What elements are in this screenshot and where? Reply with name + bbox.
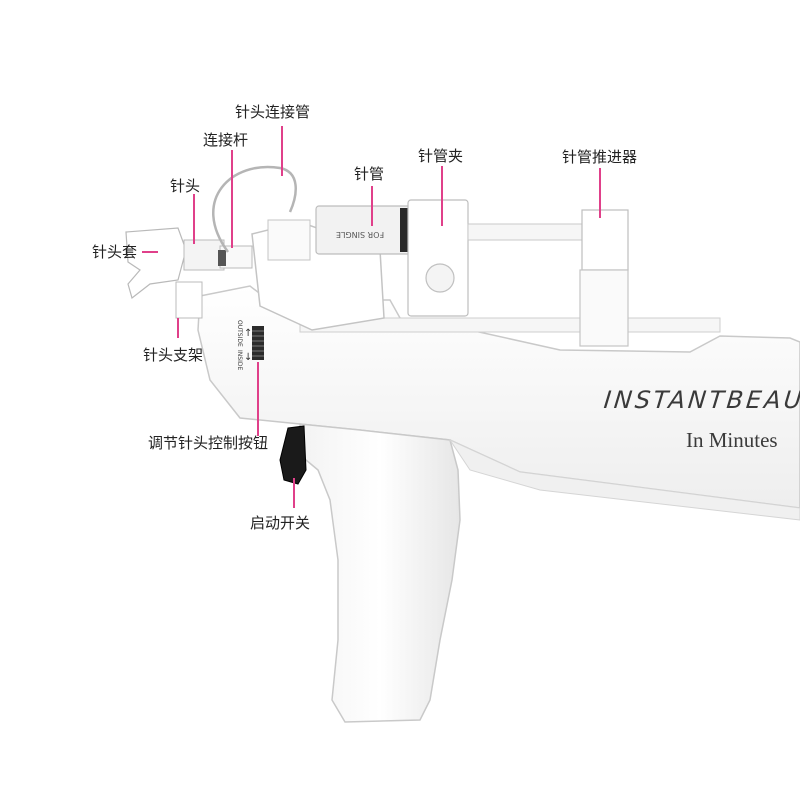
trigger [280, 426, 306, 484]
brand-tagline: In Minutes [686, 428, 778, 453]
label-syringe-pusher: 针管推进器 [562, 148, 637, 166]
gun-grip [300, 424, 460, 722]
label-start-switch: 启动开关 [250, 514, 310, 532]
label-needle-bracket: 针头支架 [143, 346, 203, 364]
needle-dark-part [218, 250, 226, 266]
syringe-pusher [582, 210, 628, 270]
label-syringe-clamp: 针管夹 [418, 147, 463, 165]
dial-down-arrow: ↓ [244, 352, 252, 363]
label-needle: 针头 [170, 177, 200, 195]
housing-block [268, 220, 310, 260]
syringe-clamp [408, 200, 468, 316]
label-syringe: 针管 [354, 165, 384, 183]
dial-up-arrow: ↑ [244, 328, 252, 339]
label-needle-tube: 针头连接管 [235, 103, 310, 121]
label-adjust-button: 调节针头控制按钮 [148, 434, 268, 452]
label-needle-cap: 针头套 [92, 243, 137, 261]
dial-inside-text: INSIDE [236, 350, 243, 370]
dial-outside-text: OUTSIDE [236, 320, 243, 347]
plunger-rod [468, 224, 594, 240]
pusher-base [580, 270, 628, 346]
label-connecting-rod: 连接杆 [203, 131, 248, 149]
brand-name: INSTANTBEAUTY [603, 386, 800, 414]
syringe-text: FOR SINGLE [336, 230, 384, 239]
clamp-knob [426, 264, 454, 292]
needle-bracket [176, 282, 202, 318]
